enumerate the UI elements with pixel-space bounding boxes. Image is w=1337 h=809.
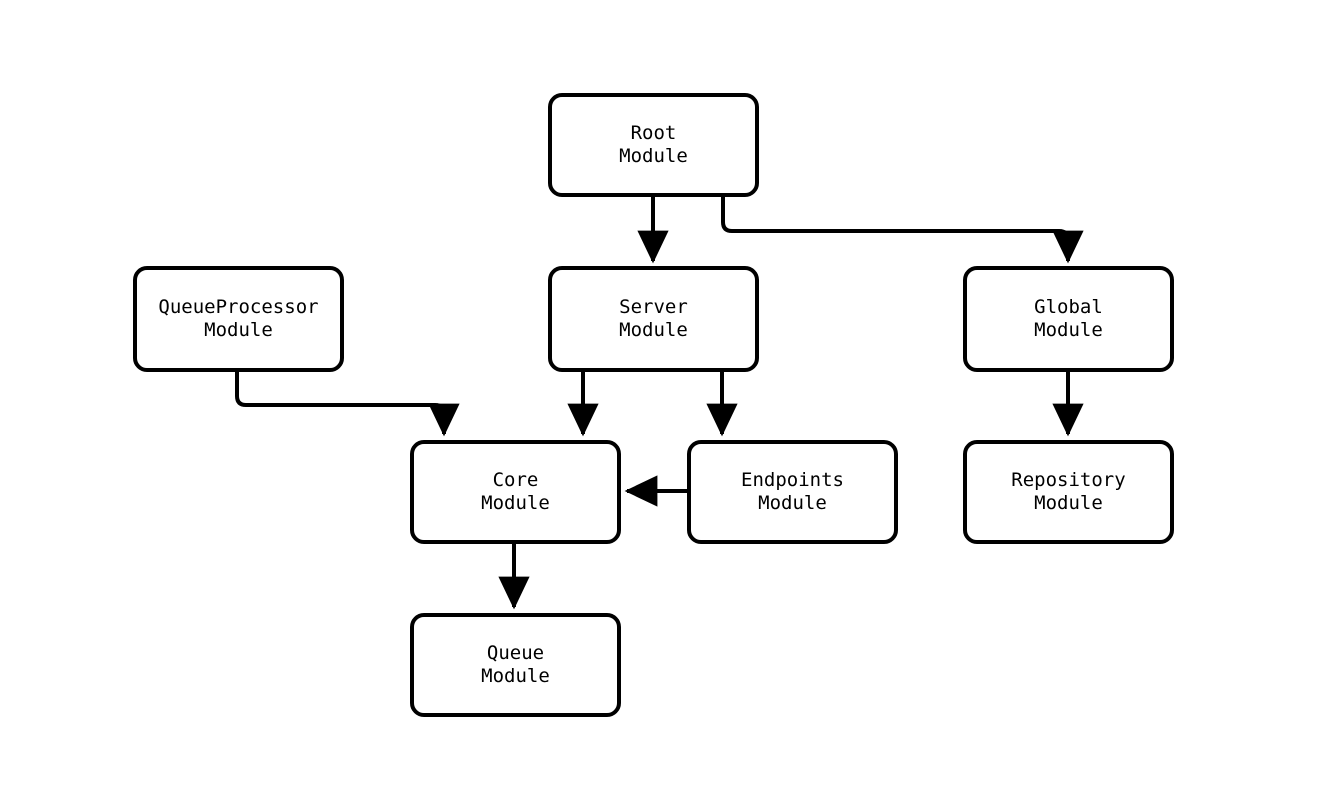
node-server-title: Server: [619, 296, 688, 318]
node-endpoints[interactable]: Endpoints Module: [687, 440, 898, 544]
node-server[interactable]: Server Module: [548, 266, 759, 372]
node-queueprocessor[interactable]: QueueProcessor Module: [133, 266, 344, 372]
node-server-subtitle: Module: [619, 319, 688, 341]
node-core-subtitle: Module: [481, 492, 550, 514]
node-core[interactable]: Core Module: [410, 440, 621, 544]
node-global[interactable]: Global Module: [963, 266, 1174, 372]
edge-queueprocessor-to-core: [235, 372, 460, 437]
node-endpoints-title: Endpoints: [741, 469, 844, 491]
node-global-subtitle: Module: [1034, 319, 1103, 341]
node-root-title: Root: [630, 122, 677, 144]
node-repository[interactable]: Repository Module: [963, 440, 1174, 544]
node-root-subtitle: Module: [619, 145, 688, 167]
edge-root-to-global: [721, 197, 1084, 264]
node-queue-title: Queue: [486, 642, 545, 664]
node-endpoints-subtitle: Module: [758, 492, 827, 514]
node-repository-subtitle: Module: [1034, 492, 1103, 514]
node-root[interactable]: Root Module: [548, 93, 759, 197]
node-queue[interactable]: Queue Module: [410, 613, 621, 717]
node-queue-subtitle: Module: [481, 665, 550, 687]
node-queueprocessor-title: QueueProcessor: [158, 296, 319, 318]
node-core-title: Core: [492, 469, 539, 491]
node-repository-title: Repository: [1011, 469, 1126, 491]
node-queueprocessor-subtitle: Module: [204, 319, 273, 341]
node-global-title: Global: [1034, 296, 1103, 318]
